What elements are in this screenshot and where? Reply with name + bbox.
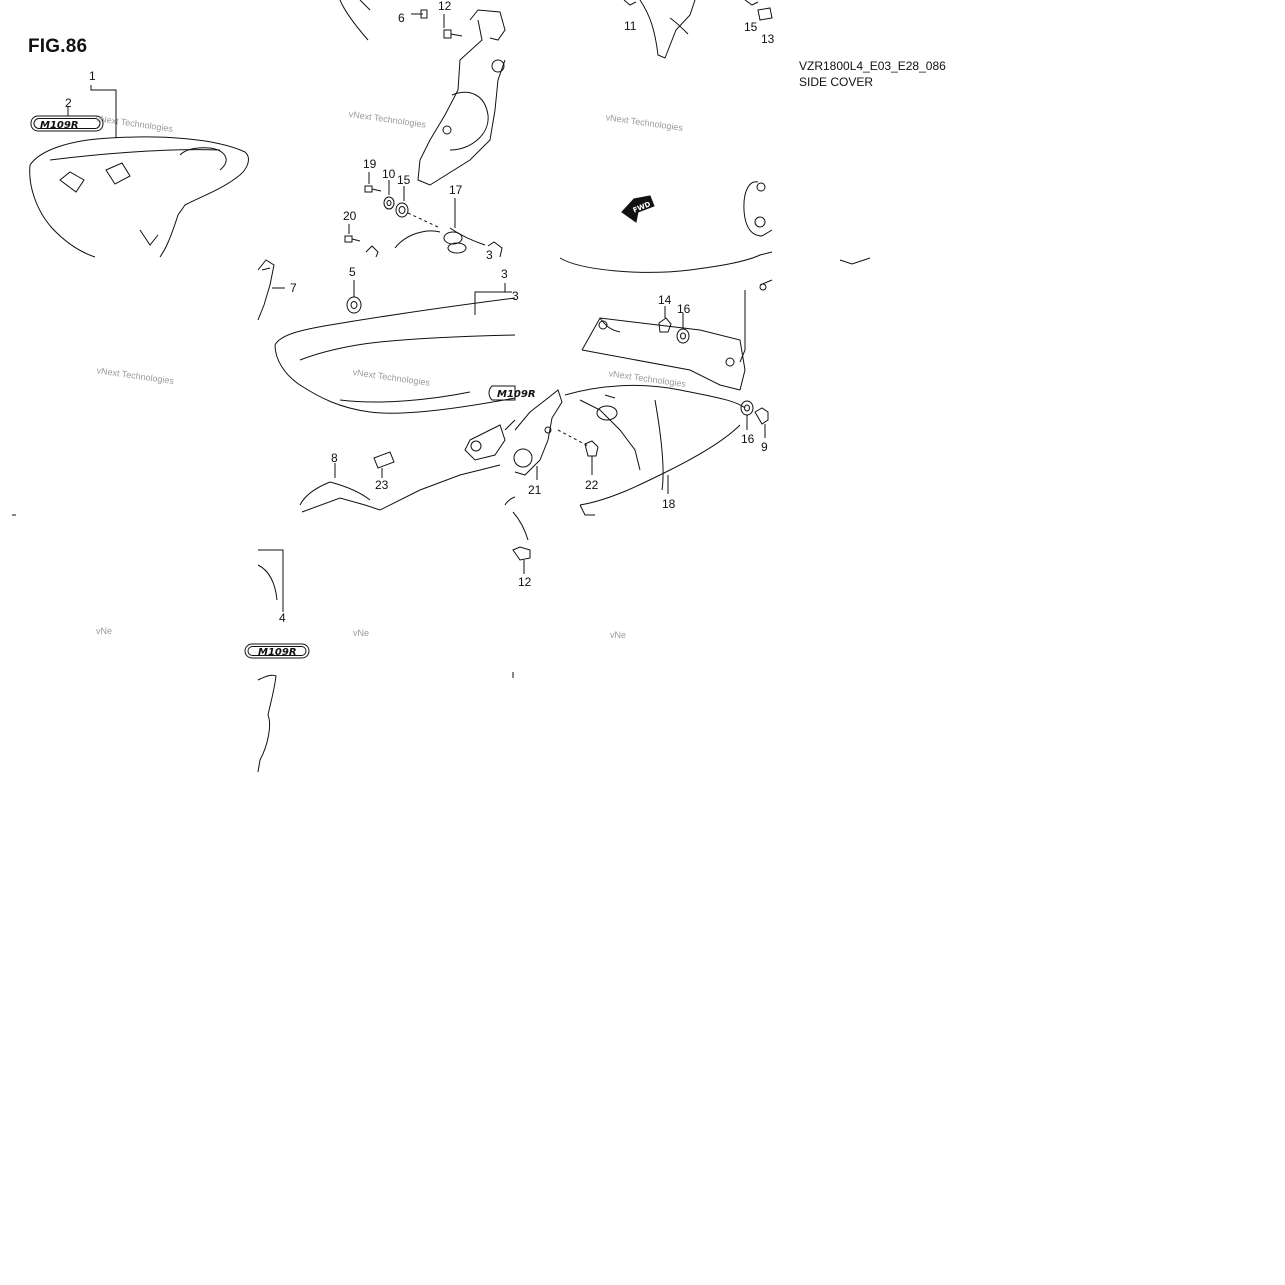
callout-20: 20 xyxy=(343,209,357,223)
callout-23: 23 xyxy=(375,478,389,492)
watermark-2: vNext Technologies xyxy=(348,109,427,130)
callout-1: 1 xyxy=(89,69,96,83)
emblem-lower-text: M109R xyxy=(258,647,297,658)
callout-12-lower: 12 xyxy=(518,575,532,589)
callout-15-upper: 15 xyxy=(744,20,758,34)
fwd-arrow xyxy=(621,195,655,223)
bracket-upper-drawing xyxy=(339,0,506,254)
callout-14: 14 xyxy=(658,293,672,307)
watermark-3: vNext Technologies xyxy=(605,112,684,133)
figure-code: VZR1800L4_E03_E28_086 xyxy=(799,59,946,73)
callout-6: 6 xyxy=(398,11,405,25)
emblem-lower xyxy=(244,643,310,659)
callout-3-upper-num: 3 xyxy=(486,248,493,262)
watermark-9: vNe xyxy=(610,630,626,640)
clip-23 xyxy=(373,451,395,478)
callout-7: 7 xyxy=(290,281,297,295)
callout-15-lower: 15 xyxy=(397,173,411,187)
callout-19: 19 xyxy=(363,157,377,171)
watermark-7: vNe xyxy=(96,626,112,636)
callout-9: 9 xyxy=(761,440,768,454)
callout-4: 4 xyxy=(279,611,286,625)
fastener-9 xyxy=(754,407,769,438)
callout-16-upper: 16 xyxy=(677,302,691,316)
cover-4-drawing xyxy=(257,549,284,773)
grommet-5 xyxy=(346,280,362,314)
figure-title: FIG.86 xyxy=(28,36,88,57)
callout-3-cut: 3 xyxy=(512,289,519,303)
leader-12-lower-top xyxy=(512,511,529,541)
rear-cover-drawing xyxy=(559,0,773,273)
watermark-1: vNext Technologies xyxy=(95,113,174,134)
watermark-4: vNext Technologies xyxy=(96,365,175,386)
watermarks: vNext Technologies vNext Technologies vN… xyxy=(95,109,687,640)
fastener-19 xyxy=(364,172,382,193)
watermark-5: vNext Technologies xyxy=(352,367,431,388)
callout-21: 21 xyxy=(528,483,542,497)
callout-11: 11 xyxy=(624,19,637,33)
emblem-upper-text: M109R xyxy=(40,120,79,131)
callout-12-upper: 12 xyxy=(438,0,452,13)
callout-17: 17 xyxy=(449,183,463,197)
cover-7-drawing xyxy=(257,259,285,321)
rear-bracket-18-drawing xyxy=(564,279,773,516)
callout-18: 18 xyxy=(662,497,676,511)
washer-10 xyxy=(383,180,395,210)
fastener-12-lower xyxy=(512,546,531,678)
grommet-15 xyxy=(395,186,441,229)
fragment-right xyxy=(839,257,871,265)
watermark-8: vNe xyxy=(353,628,369,638)
fastener-14 xyxy=(658,306,672,333)
left-side-cover-drawing xyxy=(29,136,249,258)
emblem-upper xyxy=(30,115,104,132)
callout-numbers: 1 2 6 12 11 15 13 19 10 15 17 20 3 5 3 3… xyxy=(65,0,775,625)
fastener-20 xyxy=(344,224,379,258)
bracket-21-drawing xyxy=(513,389,563,480)
grommet-16-lower xyxy=(740,400,754,430)
fastener-12-upper xyxy=(443,14,463,39)
bracket-8-drawing xyxy=(299,419,516,513)
emblem-mid-text: M109R xyxy=(497,389,536,400)
callout-10: 10 xyxy=(382,167,396,181)
callout-3: 3 xyxy=(501,267,508,281)
frame-cover-3-drawing xyxy=(274,297,516,414)
callout-8: 8 xyxy=(331,451,338,465)
leader-3 xyxy=(474,283,512,315)
nut-upper xyxy=(487,241,503,258)
callout-2: 2 xyxy=(65,96,72,110)
callout-16-lower: 16 xyxy=(741,432,755,446)
grommet-16-upper xyxy=(676,313,690,344)
fastener-6 xyxy=(411,9,428,19)
callout-13: 13 xyxy=(761,32,775,46)
fastener-22 xyxy=(557,429,599,475)
callout-5: 5 xyxy=(349,265,356,279)
leader-1 xyxy=(90,85,117,138)
figure-subtitle: SIDE COVER xyxy=(799,75,874,89)
callout-22: 22 xyxy=(585,478,599,492)
